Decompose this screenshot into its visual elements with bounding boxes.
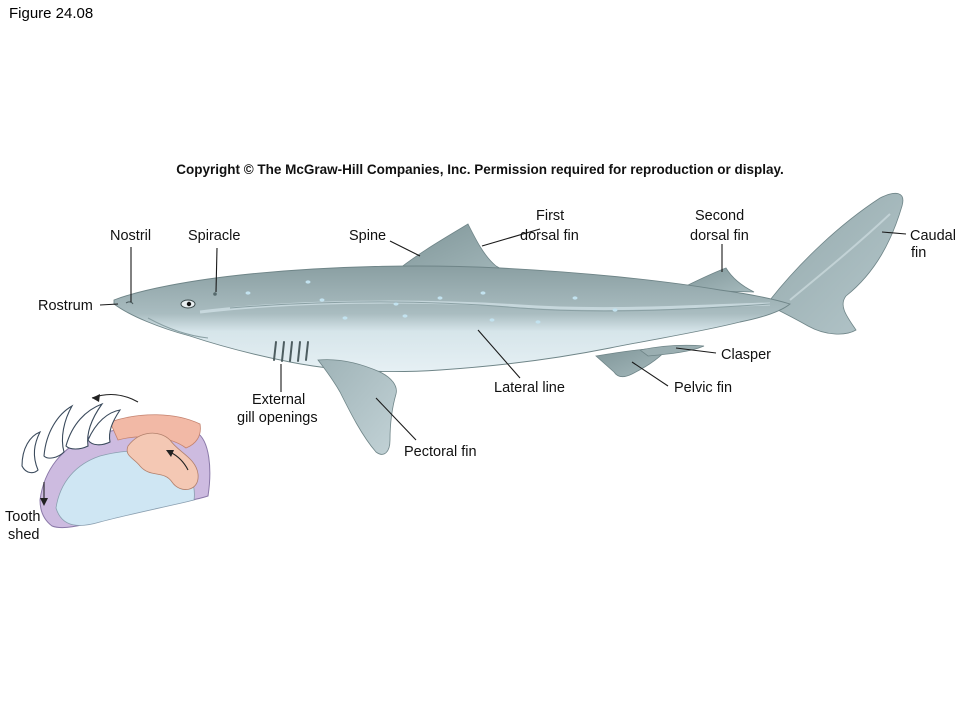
copyright-notice: Copyright © The McGraw-Hill Companies, I… bbox=[176, 162, 784, 177]
label-lateral-line: Lateral line bbox=[494, 380, 565, 396]
label-caudal-2: fin bbox=[911, 245, 926, 261]
labels: Nostril Spiracle Spine First dorsal fin … bbox=[5, 208, 956, 543]
label-gill-2: gill openings bbox=[237, 410, 318, 426]
label-pectoral-fin: Pectoral fin bbox=[404, 444, 477, 460]
label-rostrum: Rostrum bbox=[38, 298, 93, 314]
label-tooth-1: Tooth bbox=[5, 509, 40, 525]
shark-illustration bbox=[113, 192, 904, 455]
figure-title: Figure 24.08 bbox=[9, 5, 94, 22]
lateral-line-mark bbox=[229, 301, 771, 312]
label-gill-1: External bbox=[252, 392, 305, 408]
shark-body-shape bbox=[113, 265, 791, 372]
label-clasper: Clasper bbox=[721, 347, 771, 363]
label-first-dorsal-1: First bbox=[536, 208, 564, 224]
label-tooth-2: shed bbox=[8, 527, 39, 543]
leader-lines bbox=[99, 228, 907, 441]
spiracle-mark bbox=[213, 292, 217, 296]
clasper-shape bbox=[639, 344, 705, 357]
label-pelvic-fin: Pelvic fin bbox=[674, 380, 732, 396]
body-spots bbox=[245, 280, 618, 324]
jaw-inset bbox=[21, 393, 211, 529]
label-caudal-1: Caudal bbox=[910, 228, 956, 244]
label-first-dorsal-2: dorsal fin bbox=[520, 228, 579, 244]
label-second-dorsal-2: dorsal fin bbox=[690, 228, 749, 244]
developing-tooth-fold bbox=[126, 432, 199, 490]
gill-slits bbox=[273, 341, 309, 362]
label-second-dorsal-1: Second bbox=[695, 208, 744, 224]
label-spiracle: Spiracle bbox=[188, 228, 240, 244]
label-spine: Spine bbox=[349, 228, 386, 244]
caudal-fin-shape bbox=[769, 192, 904, 335]
teeth bbox=[21, 402, 122, 474]
pectoral-fin-shape bbox=[317, 359, 397, 455]
label-nostril: Nostril bbox=[110, 228, 151, 244]
